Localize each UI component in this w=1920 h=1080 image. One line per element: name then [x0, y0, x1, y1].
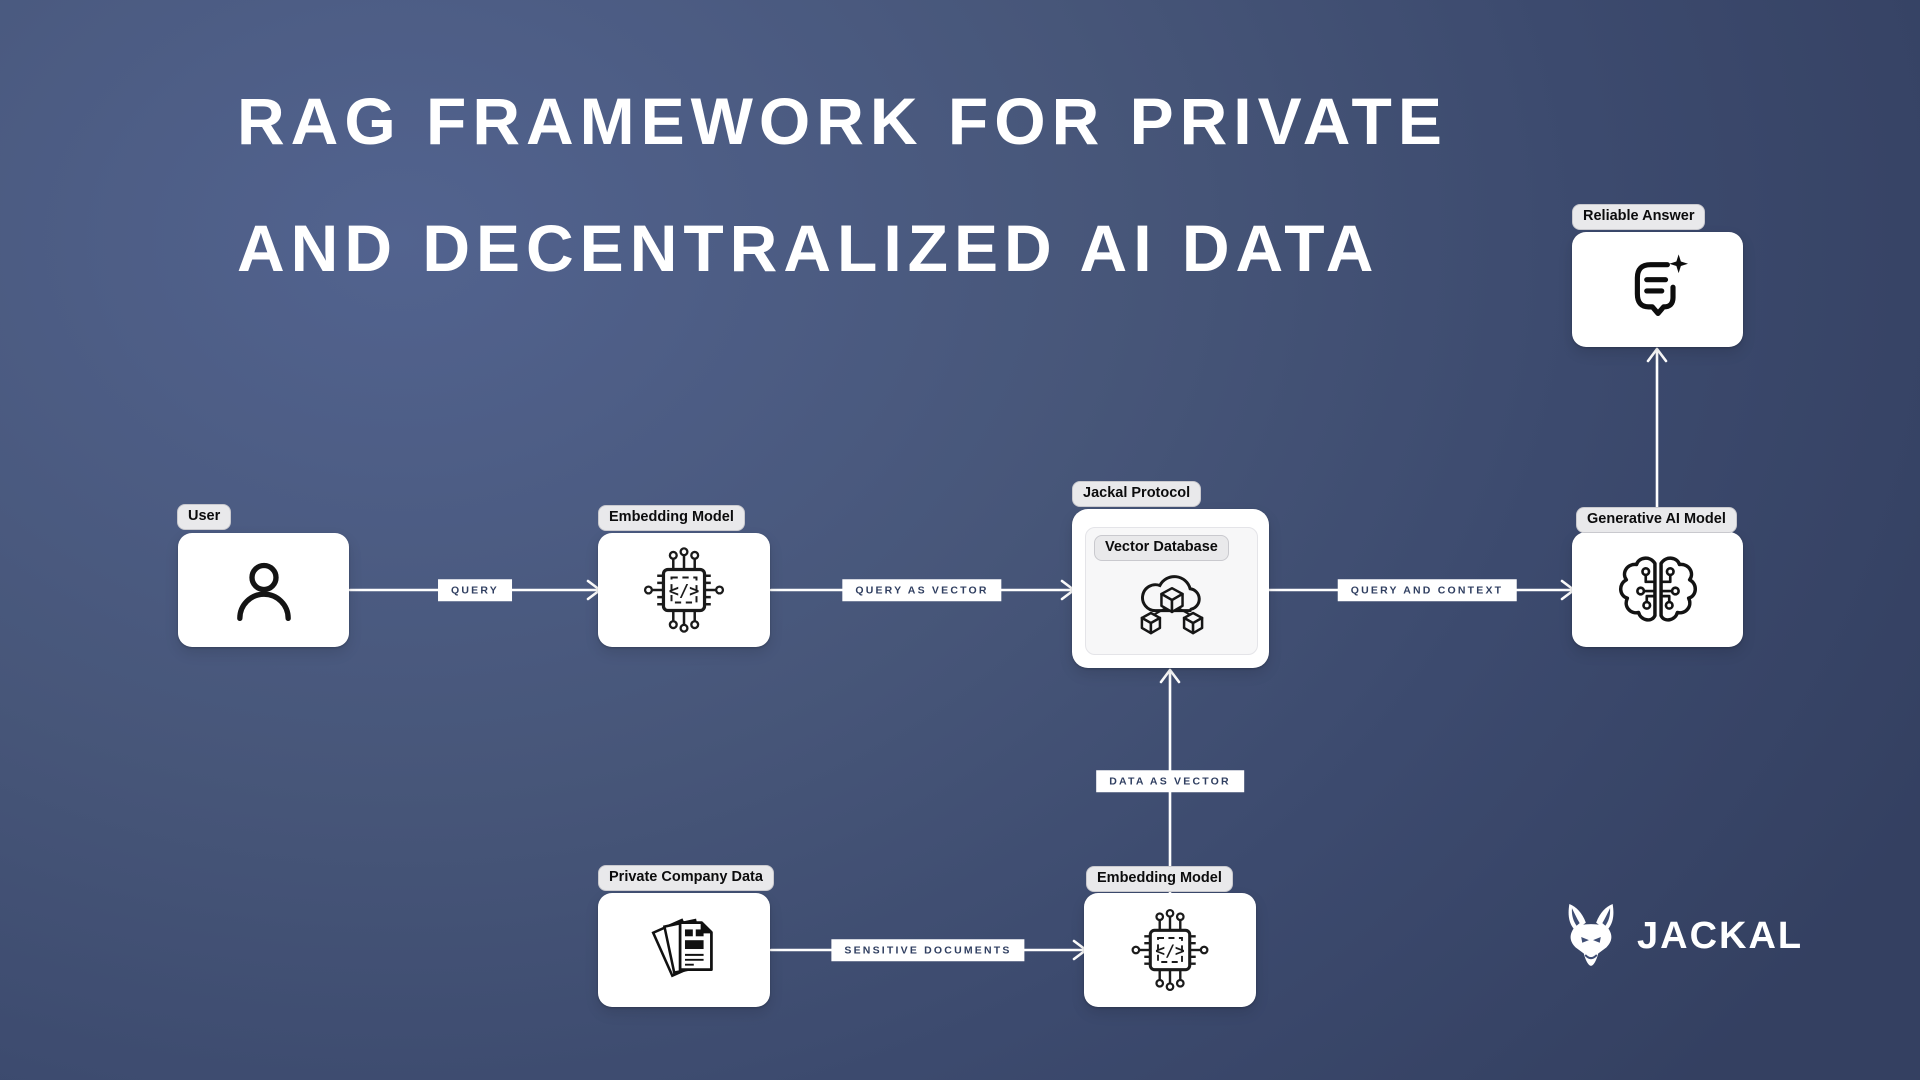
node-label-embedding-model-bottom: Embedding Model — [1086, 866, 1233, 892]
node-label-reliable-answer: Reliable Answer — [1572, 204, 1706, 230]
arrow-generative-to-answer-head — [1646, 347, 1668, 363]
edge-label-query-and-context: QUERY AND CONTEXT — [1337, 579, 1517, 601]
node-label-generative-ai-model: Generative AI Model — [1576, 507, 1737, 533]
node-label-private-company-data: Private Company Data — [598, 865, 774, 891]
chip-icon: </> — [1122, 902, 1218, 998]
title-line-2: AND DECENTRALIZED AI DATA — [237, 211, 1380, 285]
arrow-data-as-vector-head — [1159, 668, 1181, 684]
jackal-brand: JACKAL — [1560, 902, 1803, 970]
title-line-1: RAG FRAMEWORK FOR PRIVATE — [237, 84, 1448, 158]
edge-label-query: QUERY — [438, 579, 512, 601]
node-embedding-model-bottom: </> — [1084, 893, 1256, 1007]
documents-icon — [637, 903, 731, 997]
edge-label-query-as-vector: QUERY AS VECTOR — [842, 579, 1002, 601]
node-jackal-protocol: Vector Database — [1072, 509, 1269, 668]
node-label-user: User — [177, 504, 232, 530]
node-reliable-answer — [1572, 232, 1743, 347]
node-embedding-model-top: </> — [598, 533, 770, 647]
vector-database-icon — [1126, 556, 1218, 648]
vector-database-label: Vector Database — [1094, 535, 1229, 561]
edge-label-sensitive-documents: SENSITIVE DOCUMENTS — [831, 939, 1025, 961]
node-label-jackal-protocol: Jackal Protocol — [1072, 481, 1202, 507]
vector-database-box: Vector Database — [1085, 527, 1258, 655]
node-label-embedding-model-top: Embedding Model — [598, 505, 745, 531]
chat-sparkle-icon — [1613, 245, 1703, 335]
node-generative-ai-model — [1572, 532, 1743, 647]
svg-text:</>: </> — [669, 580, 700, 600]
node-user — [178, 533, 349, 647]
node-private-company-data — [598, 893, 770, 1007]
page-title: RAG FRAMEWORK FOR PRIVATE AND DECENTRALI… — [237, 58, 1448, 312]
jackal-wordmark: JACKAL — [1637, 914, 1804, 957]
jackal-head-icon — [1560, 902, 1622, 970]
chip-icon: </> — [634, 540, 734, 640]
brain-circuit-icon — [1609, 541, 1707, 639]
svg-text:</>: </> — [1155, 941, 1185, 960]
edge-label-data-as-vector: DATA AS VECTOR — [1096, 770, 1244, 792]
user-icon — [224, 550, 304, 630]
